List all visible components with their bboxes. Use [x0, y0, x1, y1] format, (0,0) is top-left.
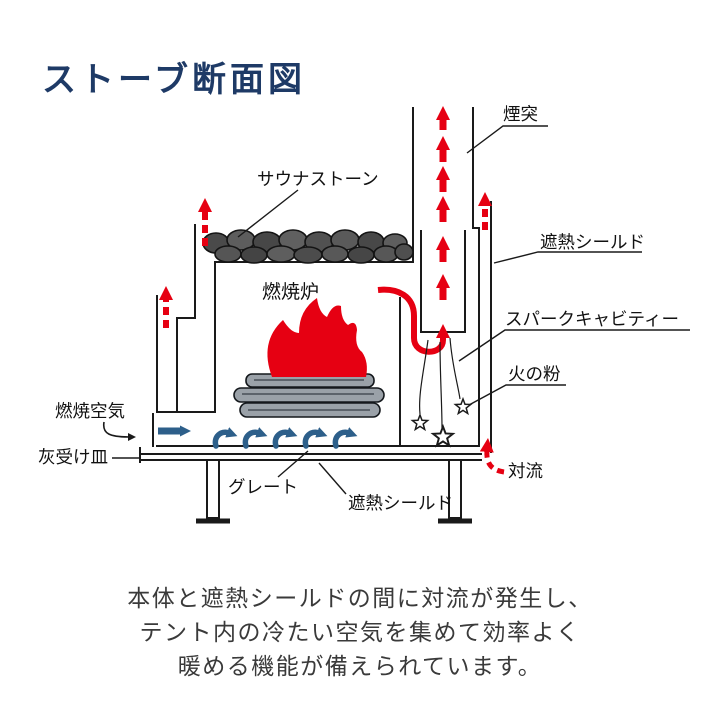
sauna-stones — [202, 229, 414, 264]
label-ash-tray: 灰受け皿 — [38, 448, 108, 468]
caption-line-1: 本体と遮熱シールドの間に対流が発生し、 — [127, 586, 593, 612]
spark-trails — [419, 337, 461, 429]
label-sauna-stone: サウナストーン — [257, 170, 379, 190]
caption-line-3: 暖める機能が備えられています。 — [177, 654, 543, 680]
label-sparks: 火の粉 — [508, 365, 561, 385]
flame — [267, 298, 367, 377]
label-heat-shield-bottom: 遮熱シールド — [348, 494, 453, 514]
spark-stars — [410, 396, 473, 448]
label-chimney: 煙突 — [503, 105, 538, 125]
label-furnace: 燃焼炉 — [262, 281, 319, 303]
caption-line-2: テント内の冷たい空気を集めて効率よく — [139, 620, 581, 646]
stove-legs — [196, 459, 472, 524]
leader-lines — [102, 125, 690, 495]
label-grate: グレート — [228, 478, 298, 498]
caption: 本体と遮熱シールドの間に対流が発生し、 テント内の冷たい空気を集めて効率よく 暖… — [0, 582, 720, 684]
label-spark-cavity: スパークキャビティー — [505, 310, 679, 330]
firewood-logs — [233, 373, 385, 418]
label-combustion-air: 燃焼空気 — [55, 402, 125, 422]
combustion-air-arrows — [158, 425, 358, 449]
flue-box — [420, 230, 466, 333]
label-heat-shield-right: 遮熱シールド — [540, 233, 645, 253]
stove-outline — [139, 107, 492, 463]
page-title: ストーブ断面図 — [42, 60, 306, 100]
label-convection: 対流 — [508, 462, 543, 482]
convection-arrows — [159, 192, 505, 475]
